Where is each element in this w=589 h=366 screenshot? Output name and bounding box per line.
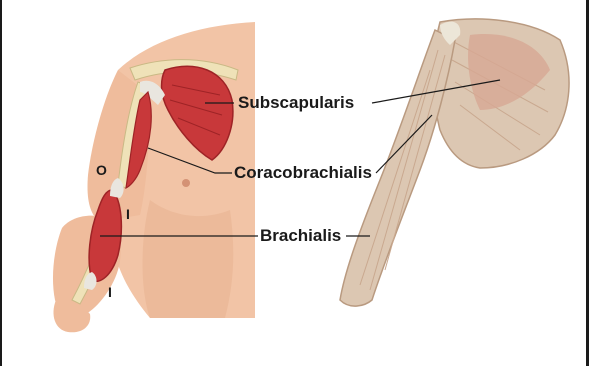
marker-insertion-upper: I (126, 206, 130, 222)
marker-origin: O (96, 162, 107, 178)
label-subscapularis: Subscapularis (238, 93, 354, 113)
label-brachialis: Brachialis (260, 226, 341, 246)
chest-shadow (143, 200, 234, 318)
nipple (182, 179, 190, 187)
cadaver-photo-panel (340, 19, 569, 306)
marker-insertion-lower: I (108, 284, 112, 300)
label-coracobrachialis: Coracobrachialis (234, 163, 372, 183)
illustrated-arm-panel (53, 22, 255, 332)
